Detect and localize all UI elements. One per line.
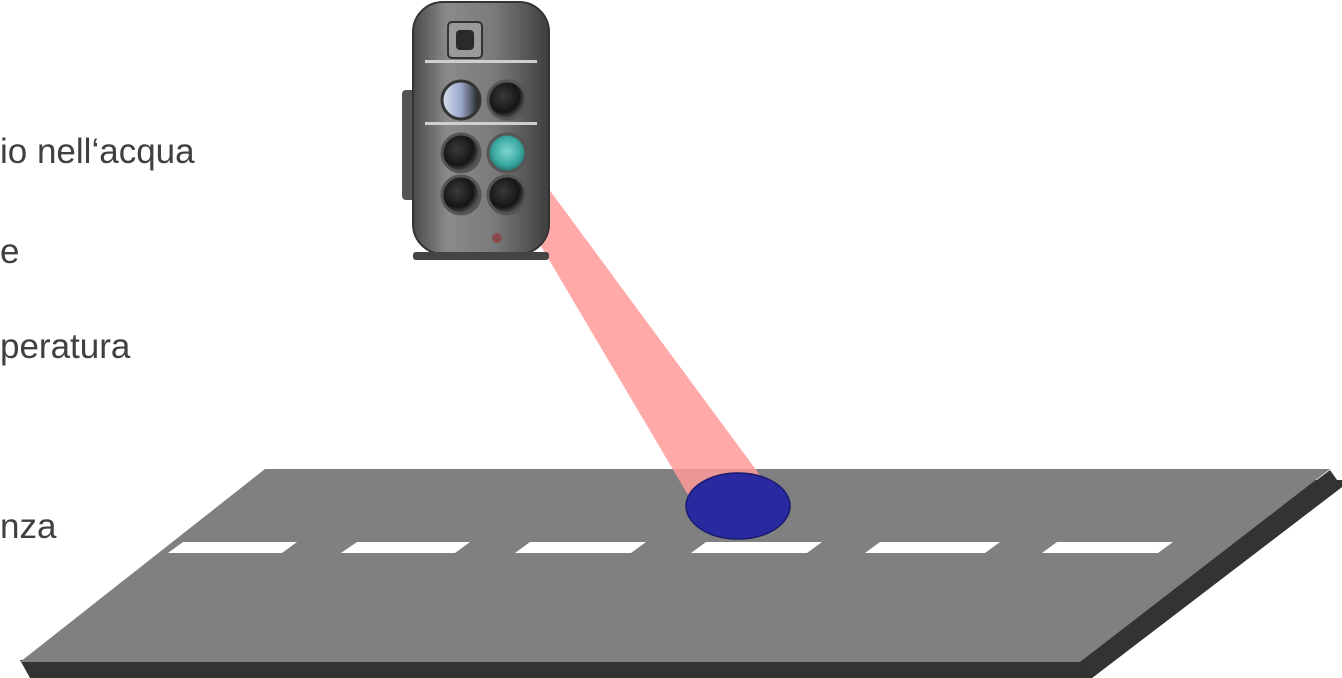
lane-marking-2 [341,542,470,553]
road-shadow-side [1080,470,1342,678]
text-line-2: e [0,232,20,271]
lane-marking-1 [168,542,297,553]
text-line-3: peratura [0,327,131,366]
measurement-spot-icon [685,472,791,540]
lane-marking-4 [691,542,822,553]
lane-markings [168,542,1173,553]
road-shadow-bottom [20,660,1092,678]
road-surface [20,469,1330,662]
lane-marking-6 [1042,542,1173,553]
sensor-beam-icon [493,150,765,495]
road-sensor-device-icon [402,1,550,260]
text-line-1: io nell‘acqua [0,132,195,171]
lane-marking-5 [865,542,1000,553]
lane-marking-3 [515,542,646,553]
text-line-4: nza [0,507,57,546]
